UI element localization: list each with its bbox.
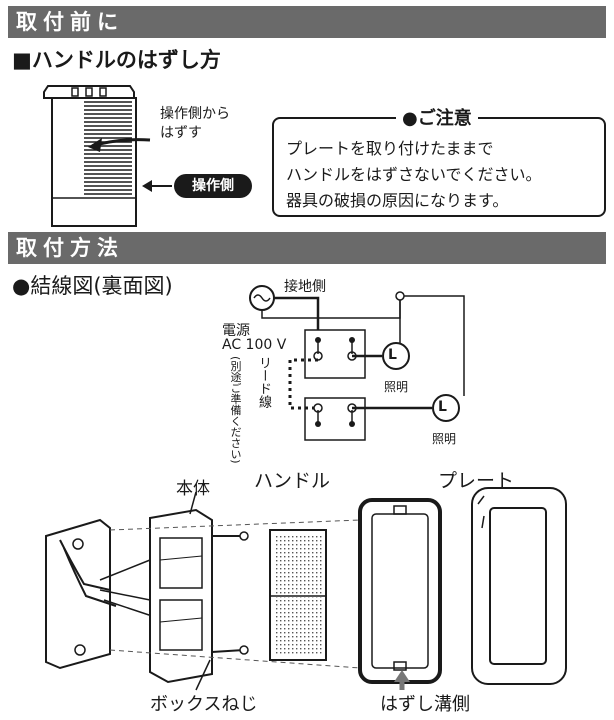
box-screw-label: ボックスねじ [150,694,258,715]
handle-ridges [84,101,132,195]
handle-part [269,529,327,661]
wiring-heading: ●結線図(裏面図) [12,274,173,298]
lead-wire-label: リード線 [256,356,271,408]
removal-groove-label: はずし溝側 [380,694,470,715]
caution-title: ●ご注意 [396,104,478,130]
light-2-symbol: L [438,399,447,415]
handle-label: ハンドル [254,470,331,492]
section-title: 取付方法 [16,236,124,260]
removal-instruction-line1: 操作側から [160,106,230,122]
body-label: 本体 [176,479,210,499]
light-1-label: 照明 [384,380,409,394]
removal-instruction-line2: はずす [160,125,202,141]
screw-icon [239,531,249,541]
power-label: 電源 [222,323,250,339]
arrow-up-icon [394,670,410,682]
screw-icon [239,645,249,655]
light-1-symbol: L [388,347,397,363]
light-2-label: 照明 [432,432,457,446]
caution-line: 器具の破損の原因になります。 [286,191,509,210]
plate-label: プレート [438,470,515,492]
light-2-icon [432,394,460,422]
light-1-icon [382,342,410,370]
section-header-installation: 取付方法 [8,232,606,264]
section-header-before-install: 取付前に [8,6,606,38]
caution-line: ハンドルをはずさないでください。 [286,165,542,184]
operation-side-badge: 操作側 [174,174,252,198]
wall-box [45,518,111,670]
lead-wire-note: (別途ご準備ください) [229,356,242,464]
power-spec: AC 100 V [222,337,287,353]
switch-body [149,508,213,684]
caution-line: プレートを取り付けたままで [286,139,494,158]
section-title: 取付前に [16,10,124,34]
handle-removal-heading: ■ハンドルのはずし方 [12,48,221,72]
caution-body: プレートを取り付けたままで ハンドルをはずさないでください。 器具の破損の原因に… [286,136,542,214]
ground-side-label: 接地側 [284,279,326,295]
